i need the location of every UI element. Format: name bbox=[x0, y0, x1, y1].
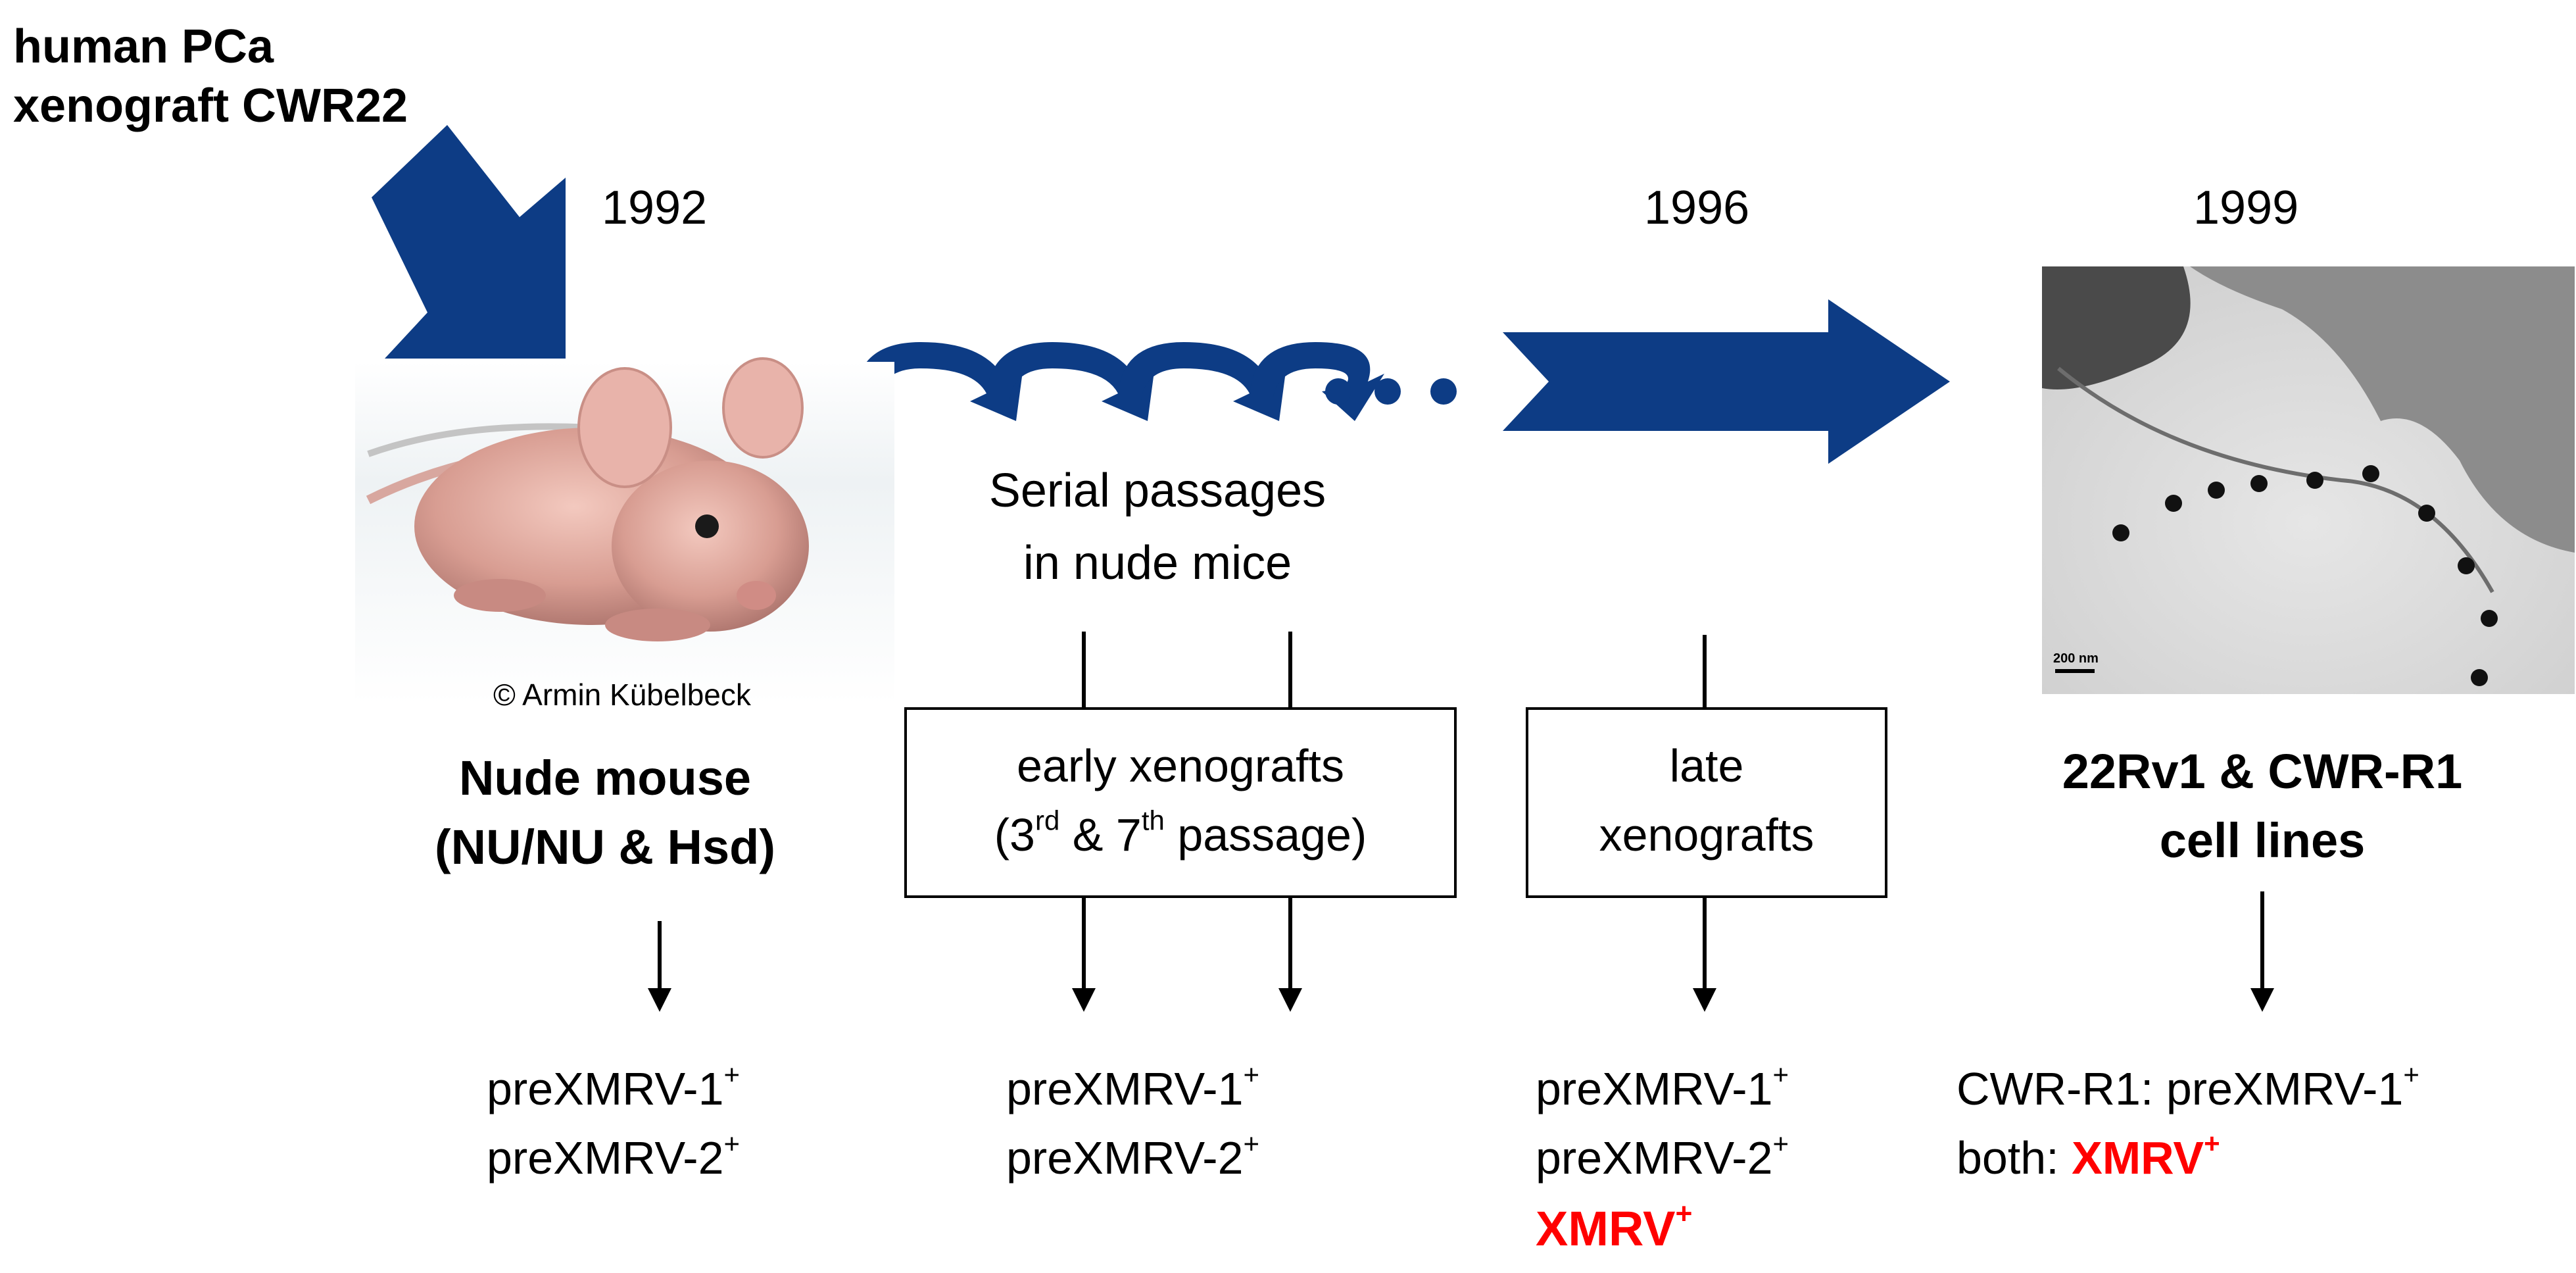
diagonal-chevron-arrow bbox=[372, 125, 566, 359]
early-xenografts-line-2: (3rd & 7th passage) bbox=[907, 807, 1454, 862]
result-late-1: preXMRV-1+ bbox=[1536, 1059, 1789, 1114]
source-line-1: human PCa bbox=[13, 20, 274, 73]
result-mouse-1: preXMRV-1+ bbox=[487, 1059, 741, 1114]
down-arrows bbox=[648, 891, 2274, 1012]
result-mouse-2: preXMRV-2+ bbox=[487, 1128, 741, 1184]
nude-mouse-photo bbox=[355, 357, 894, 704]
late-xenografts-line-1: late bbox=[1669, 740, 1744, 791]
result-early-2: preXMRV-2+ bbox=[1006, 1128, 1260, 1184]
celllines-label-line-1: 22Rv1 & CWR-R1 bbox=[2062, 744, 2463, 799]
scale-bar-label: 200 nm bbox=[2053, 651, 2099, 666]
serial-passage-arrows bbox=[855, 342, 1384, 421]
ellipsis-dots bbox=[1325, 378, 1457, 405]
result-celllines-1: CWR-R1: preXMRV-1+ bbox=[1956, 1059, 2419, 1114]
result-early-1: preXMRV-1+ bbox=[1006, 1059, 1260, 1114]
late-xenografts-box: late xenografts bbox=[1526, 707, 1887, 898]
late-xenografts-line-2: xenografts bbox=[1599, 809, 1814, 861]
result-late-xmrv: XMRV+ bbox=[1536, 1197, 1693, 1256]
early-xenografts-box: early xenografts (3rd & 7th passage) bbox=[904, 707, 1457, 898]
year-1996: 1996 bbox=[1644, 182, 1750, 234]
ordinal-th: th bbox=[1141, 805, 1165, 836]
ordinal-rd: rd bbox=[1034, 805, 1060, 836]
year-1992: 1992 bbox=[602, 182, 708, 234]
electron-micrograph bbox=[2042, 266, 2575, 694]
celllines-label-line-2: cell lines bbox=[2159, 813, 2366, 868]
result-late-2: preXMRV-2+ bbox=[1536, 1128, 1789, 1184]
early-xenografts-and-7: & 7 bbox=[1059, 809, 1142, 861]
early-xenografts-passage: passage) bbox=[1164, 809, 1367, 861]
year-1999: 1999 bbox=[2193, 182, 2299, 234]
mouse-label-line-1: Nude mouse bbox=[458, 751, 752, 805]
serial-passages-line-1: Serial passages bbox=[988, 464, 1326, 517]
early-xenografts-line-1: early xenografts bbox=[1016, 740, 1345, 791]
serial-passages-line-2: in nude mice bbox=[1023, 537, 1292, 589]
large-chevron-arrow bbox=[1503, 299, 1950, 464]
source-line-2: xenograft CWR22 bbox=[13, 80, 408, 132]
photo-copyright: © Armin Kübelbeck bbox=[493, 678, 751, 712]
early-xenografts-paren-open: (3 bbox=[994, 809, 1035, 861]
result-celllines-2: both: XMRV+ bbox=[1956, 1128, 2220, 1184]
mouse-label-line-2: (NU/NU & Hsd) bbox=[435, 820, 775, 874]
